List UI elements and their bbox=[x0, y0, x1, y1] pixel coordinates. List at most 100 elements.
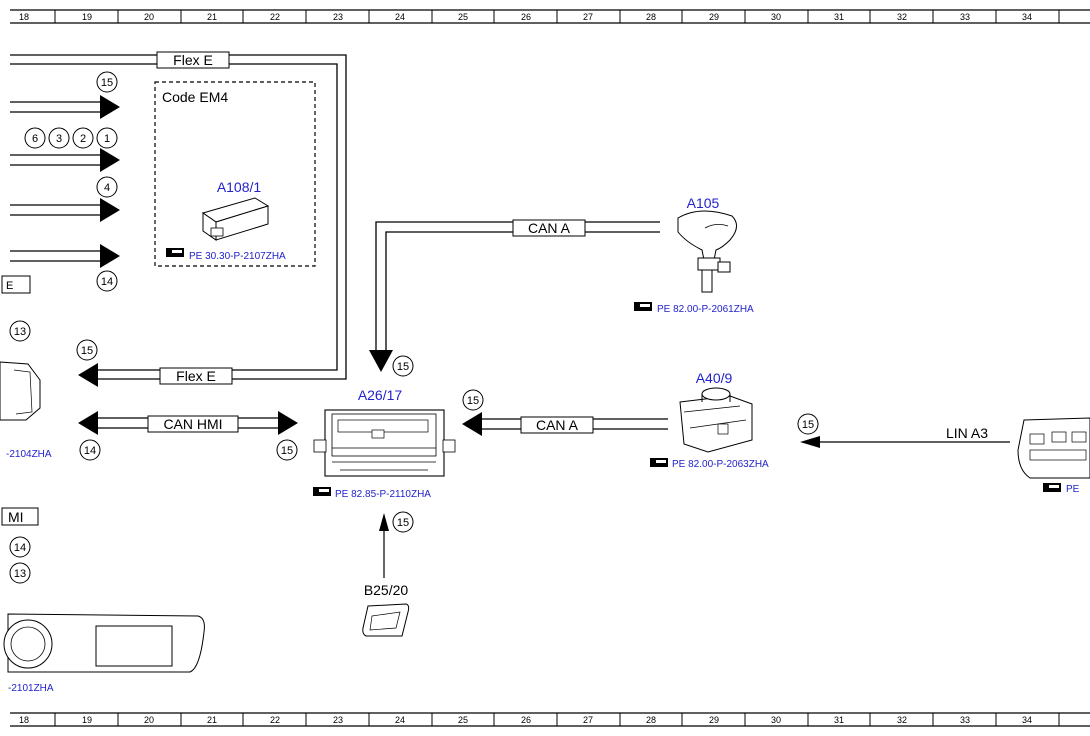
left-signal-arrows bbox=[10, 95, 120, 268]
can-hmi-label: CAN HMI bbox=[163, 416, 222, 432]
marker-13b: 13 bbox=[9, 562, 31, 584]
svg-text:15: 15 bbox=[397, 517, 409, 529]
ruler-number: 26 bbox=[521, 715, 531, 725]
marker-15g: 15 bbox=[392, 511, 414, 533]
flex-e-bus-lower: Flex E bbox=[78, 363, 300, 387]
ruler-number: 28 bbox=[646, 12, 656, 22]
component-left-bottom-partial: -2101ZHA bbox=[3, 613, 205, 694]
marker-15d: 15 bbox=[392, 355, 414, 377]
svg-text:13: 13 bbox=[14, 568, 26, 580]
a108-ref: PE 30.30-P-2107ZHA bbox=[189, 251, 286, 262]
svg-text:MI: MI bbox=[8, 509, 24, 525]
component-a40-9: A40/9 PE 82.00-P-2063ZHA bbox=[650, 370, 769, 470]
marker-15a: 15 bbox=[96, 71, 118, 93]
ruler-number: 33 bbox=[960, 12, 970, 22]
ruler-number: 32 bbox=[897, 12, 907, 22]
ruler-number: 26 bbox=[521, 12, 531, 22]
marker-14b: 14 bbox=[79, 439, 101, 461]
hand-pointer-icon bbox=[650, 458, 668, 467]
ruler-number: 29 bbox=[709, 12, 719, 22]
left-bottom-ref: -2101ZHA bbox=[8, 683, 54, 694]
controller-knob-icon bbox=[679, 387, 753, 453]
can-a-bus-lower: CAN A bbox=[462, 412, 668, 436]
hand-pointer-icon bbox=[166, 248, 184, 257]
b25-label: B25/20 bbox=[364, 582, 409, 598]
marker-4: 4 bbox=[96, 176, 118, 198]
marker-15c: 15 bbox=[276, 439, 298, 461]
flex-e-arrow-left bbox=[78, 363, 98, 387]
marker-15e: 15 bbox=[462, 389, 484, 411]
svg-text:15: 15 bbox=[101, 77, 113, 89]
svg-text:3: 3 bbox=[56, 133, 62, 145]
instrument-cluster-icon bbox=[3, 613, 205, 673]
ruler-number: 27 bbox=[583, 12, 593, 22]
component-b25-20: B25/20 bbox=[362, 513, 410, 637]
ruler-number: 28 bbox=[646, 715, 656, 725]
hand-pointer-icon bbox=[313, 487, 331, 496]
svg-text:1: 1 bbox=[104, 133, 110, 145]
ruler-number: 30 bbox=[771, 12, 781, 22]
hand-pointer-icon bbox=[1043, 483, 1061, 492]
ruler-number: 32 bbox=[897, 715, 907, 725]
hand-pointer-icon bbox=[634, 302, 652, 311]
svg-text:6: 6 bbox=[32, 133, 38, 145]
svg-text:15: 15 bbox=[802, 419, 814, 431]
a105-label: A105 bbox=[687, 195, 720, 211]
ruler-number: 19 bbox=[82, 715, 92, 725]
marker-3: 3 bbox=[48, 127, 70, 149]
marker-2: 2 bbox=[72, 127, 94, 149]
svg-text:15: 15 bbox=[397, 361, 409, 373]
marker-6: 6 bbox=[24, 127, 46, 149]
ruler-number: 18 bbox=[19, 715, 29, 725]
ruler-number: 29 bbox=[709, 715, 719, 725]
component-right-partial: PE bbox=[1017, 417, 1090, 495]
ruler-number: 20 bbox=[144, 12, 154, 22]
climate-panel-icon bbox=[1017, 417, 1090, 479]
ruler-number: 20 bbox=[144, 715, 154, 725]
marker-15b: 15 bbox=[76, 339, 98, 361]
marker-1: 1 bbox=[96, 127, 118, 149]
partial-label-e: E bbox=[1, 275, 31, 294]
component-left-mid-partial: -2104ZHA bbox=[0, 361, 52, 460]
gear-selector-icon bbox=[677, 210, 737, 293]
lin-a3-label: LIN A3 bbox=[946, 425, 988, 441]
ruler-number: 33 bbox=[960, 715, 970, 725]
a40-label: A40/9 bbox=[696, 370, 733, 386]
ruler-number: 18 bbox=[19, 12, 29, 22]
ruler-number: 23 bbox=[333, 715, 343, 725]
can-hmi-bus: CAN HMI bbox=[78, 411, 298, 435]
flex-e-label-bottom: Flex E bbox=[176, 368, 216, 384]
a26-label: A26/17 bbox=[358, 387, 403, 403]
ruler-number: 21 bbox=[207, 12, 217, 22]
a26-ref: PE 82.85-P-2110ZHA bbox=[335, 489, 431, 500]
ruler-number: 30 bbox=[771, 715, 781, 725]
marker-14a: 14 bbox=[96, 270, 118, 292]
ruler-number: 22 bbox=[270, 12, 280, 22]
ruler-number: 24 bbox=[395, 715, 405, 725]
can-a-bus-upper: CAN A bbox=[369, 219, 660, 372]
partial-label-hmi: MI bbox=[1, 507, 39, 526]
ruler-number: 31 bbox=[834, 12, 844, 22]
left-mid-ref: -2104ZHA bbox=[6, 449, 52, 460]
can-a-label-bottom: CAN A bbox=[536, 417, 579, 433]
a108-label: A108/1 bbox=[217, 179, 262, 195]
ruler-number: 23 bbox=[333, 12, 343, 22]
ruler-number: 34 bbox=[1022, 12, 1032, 22]
svg-text:15: 15 bbox=[81, 345, 93, 357]
ruler-number: 25 bbox=[458, 715, 468, 725]
code-em4-label: Code EM4 bbox=[162, 89, 228, 105]
svg-text:13: 13 bbox=[14, 326, 26, 338]
ruler-number: 19 bbox=[82, 12, 92, 22]
marker-14c: 14 bbox=[9, 536, 31, 558]
svg-text:14: 14 bbox=[101, 276, 113, 288]
svg-text:14: 14 bbox=[14, 542, 26, 554]
ruler-number: 22 bbox=[270, 715, 280, 725]
ruler-number: 24 bbox=[395, 12, 405, 22]
a40-ref: PE 82.00-P-2063ZHA bbox=[672, 459, 769, 470]
ruler-number: 25 bbox=[458, 12, 468, 22]
svg-text:2: 2 bbox=[80, 133, 86, 145]
flex-e-label-top: Flex E bbox=[173, 52, 213, 68]
component-a26-17: A26/17 PE 82.85-P-2110ZHA bbox=[313, 387, 456, 500]
ruler-number: 27 bbox=[583, 715, 593, 725]
